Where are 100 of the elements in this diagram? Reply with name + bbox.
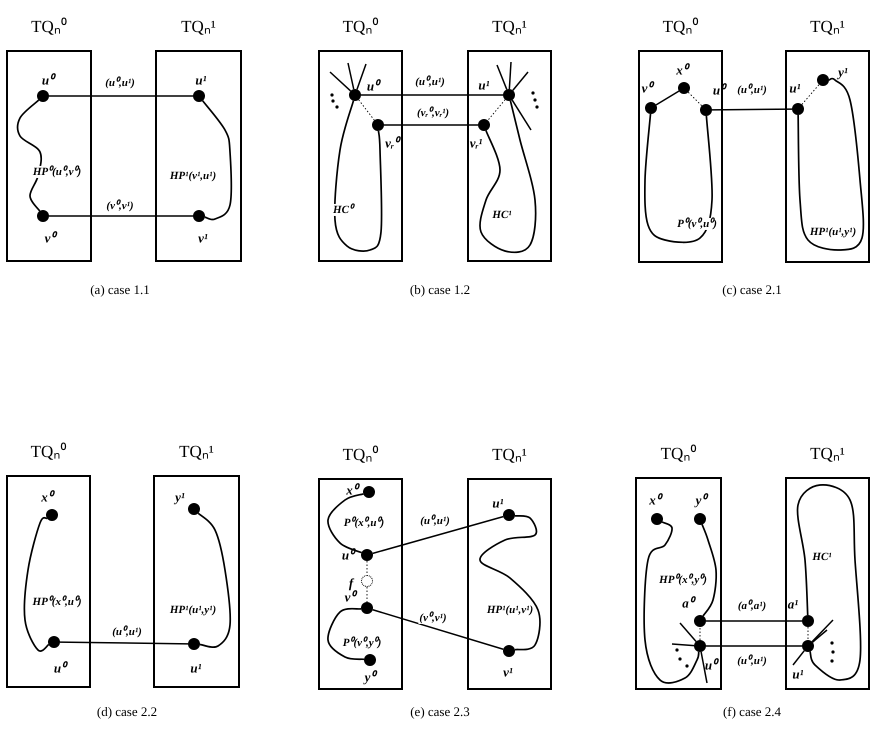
curved-path	[479, 100, 536, 254]
edge-line	[706, 645, 802, 647]
edge-line	[60, 641, 188, 645]
vertex-dot	[364, 654, 376, 666]
edge-label: (v⁰,v¹)	[105, 200, 135, 212]
vertex-dot	[694, 513, 706, 525]
curved-path	[644, 114, 713, 244]
edge-line	[49, 215, 193, 217]
box-heading: TQₙ¹	[810, 443, 845, 464]
edge-label: (u⁰,u¹)	[419, 514, 451, 528]
curved-path	[327, 493, 364, 554]
vertex-label: y¹	[175, 490, 185, 504]
vertex-dot	[37, 90, 49, 102]
edge-label: HC⁰	[332, 204, 354, 216]
vertex-dot	[694, 615, 706, 627]
incident-edge-line	[700, 652, 708, 684]
incident-edge-line	[679, 622, 697, 642]
edge-line	[656, 90, 680, 106]
box-heading: TQₙ⁰	[662, 16, 698, 37]
edge-label: (u⁰,u¹)	[111, 626, 143, 638]
edge-line	[801, 84, 820, 105]
vertex-label: u⁰	[54, 662, 66, 674]
edge-label: (v⁰,v¹)	[418, 612, 448, 624]
vertex-dot	[48, 636, 60, 648]
vertex-label: u¹	[478, 78, 490, 92]
panel-caption: (d) case 2.2	[96, 704, 158, 720]
edge-label: HP¹(u¹,y¹)	[808, 226, 858, 238]
edge-line	[366, 586, 368, 602]
curved-path	[24, 516, 50, 652]
panel-caption: (b) case 1.2	[410, 282, 470, 298]
vertex-dot	[802, 640, 814, 652]
edge-label: HC¹	[491, 208, 513, 222]
vertex-label: a¹	[788, 598, 798, 610]
edge-line	[706, 620, 802, 622]
vertex-dot	[193, 210, 205, 222]
vertex-dot	[503, 645, 515, 657]
vertex-dot	[478, 119, 490, 131]
vertex-label: x⁰	[649, 494, 661, 506]
edge-label: HP¹(v¹,u¹)	[168, 170, 218, 182]
vertex-dot	[678, 82, 690, 94]
edge-line	[384, 124, 478, 126]
vertex-dot	[694, 640, 706, 652]
vertex-label: vᵣ⁰	[385, 136, 399, 150]
vertex-label: vᵣ¹	[470, 136, 482, 150]
incident-edge-line	[512, 72, 529, 91]
curved-path	[701, 524, 718, 616]
edge-label: P⁰(x⁰,u⁰)	[342, 516, 386, 530]
vertex-dot	[817, 74, 829, 86]
edge-label: HP⁰(x⁰,y⁰)	[658, 574, 708, 586]
vertex-dot	[503, 509, 515, 521]
vertex-label: v⁰	[44, 232, 56, 244]
vertex-label: y⁰	[364, 670, 376, 684]
vertex-label: v¹	[503, 666, 513, 678]
incident-edge-line	[512, 100, 532, 130]
incident-edge-line	[356, 64, 367, 90]
box-heading: TQₙ¹	[179, 441, 214, 462]
incident-edge-line	[347, 62, 354, 90]
vertex-label: a⁰	[682, 596, 694, 610]
curved-path	[643, 521, 700, 684]
box-heading: TQₙ⁰	[31, 16, 67, 37]
edge-line	[366, 560, 368, 576]
vertex-label: v¹	[198, 232, 208, 244]
vertex-label: v⁰	[344, 590, 356, 604]
vertex-label: y⁰	[696, 494, 706, 506]
vertex-dot	[46, 509, 58, 521]
edge-label: HP⁰(x⁰,u⁰)	[32, 596, 82, 608]
vertex-dot	[193, 90, 205, 102]
edge-line	[372, 516, 504, 554]
vertex-dot	[372, 119, 384, 131]
open-vertex-circle	[361, 575, 373, 587]
curved-path	[16, 100, 42, 212]
vertex-dot	[802, 615, 814, 627]
vertex-dot	[792, 103, 804, 115]
vertex-dot	[188, 503, 200, 515]
vertex-label: u¹	[195, 74, 207, 86]
panel-caption: (c) case 2.1	[722, 282, 782, 298]
vertex-dot	[349, 89, 361, 101]
incident-edge-line	[812, 619, 834, 642]
edge-line	[688, 92, 702, 106]
edge-label: (u⁰,u¹)	[736, 84, 768, 96]
edge-label: (a⁰,a¹)	[736, 600, 768, 612]
incident-edge-line	[508, 62, 512, 90]
curved-path	[198, 512, 232, 648]
edge-line	[358, 99, 375, 121]
box-heading: TQₙ¹	[810, 16, 845, 37]
vertex-label: y¹	[838, 66, 848, 78]
incident-edge-line	[792, 650, 805, 666]
vertex-dot	[361, 549, 373, 561]
incident-edge-line	[330, 71, 352, 92]
vertex-dot	[700, 104, 712, 116]
vertex-dot	[503, 89, 515, 101]
incident-edge-line	[496, 64, 508, 90]
edge-line	[361, 94, 503, 96]
edge-label: (vᵣ⁰,vᵣ¹)	[416, 106, 450, 120]
vertex-label: u⁰	[704, 658, 718, 672]
edge-label: HP¹(u¹,v¹)	[486, 604, 534, 616]
vertex-label: f	[348, 576, 354, 590]
vertex-label: v⁰	[642, 82, 652, 94]
vertex-label: x⁰	[41, 490, 53, 504]
vertex-label: u¹	[789, 82, 801, 94]
